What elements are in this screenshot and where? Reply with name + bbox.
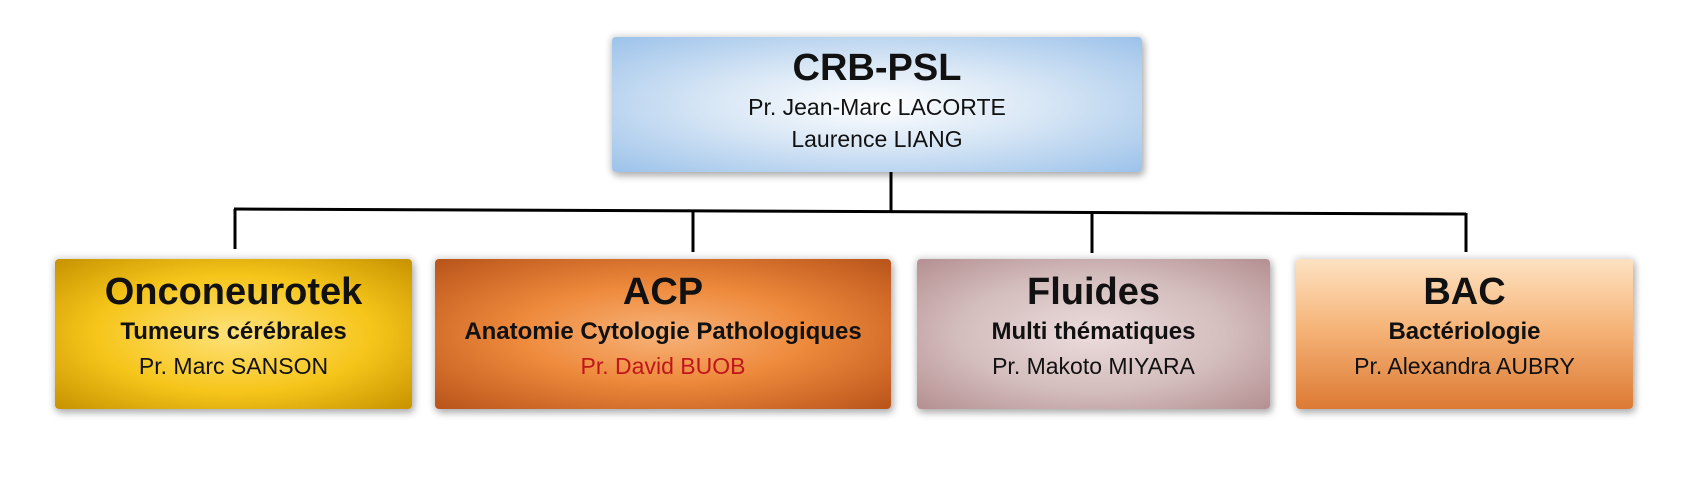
root-manager: Laurence LIANG xyxy=(791,126,963,152)
node-title: Onconeurotek xyxy=(104,271,363,313)
node-title: BAC xyxy=(1423,271,1506,313)
node-subtitle: Multi thématiques xyxy=(991,318,1196,345)
node-title: ACP xyxy=(622,271,704,313)
node-person: Pr. Alexandra AUBRY xyxy=(1354,353,1575,379)
node-person: Pr. David BUOB xyxy=(580,353,746,379)
root-node: CRB-PSL Pr. Jean-Marc LACORTE Laurence L… xyxy=(612,37,1142,172)
node-subtitle: Tumeurs cérébrales xyxy=(120,318,347,345)
node-bac: BAC Bactériologie Pr. Alexandra AUBRY xyxy=(1296,259,1633,409)
node-onconeurotek: Onconeurotek Tumeurs cérébrales Pr. Marc… xyxy=(55,259,412,409)
horizontal-bus xyxy=(233,207,1467,216)
node-person: Pr. Marc SANSON xyxy=(138,353,329,379)
node-person: Pr. Makoto MIYARA xyxy=(992,353,1195,379)
root-director: Pr. Jean-Marc LACORTE xyxy=(748,94,1006,120)
root-title: CRB-PSL xyxy=(792,47,962,89)
node-acp: ACP Anatomie Cytologie Pathologiques Pr.… xyxy=(435,259,891,409)
node-subtitle: Bactériologie xyxy=(1388,318,1541,345)
node-title: Fluides xyxy=(1026,271,1161,313)
node-fluides: Fluides Multi thématiques Pr. Makoto MIY… xyxy=(917,259,1270,409)
node-subtitle: Anatomie Cytologie Pathologiques xyxy=(464,318,862,345)
